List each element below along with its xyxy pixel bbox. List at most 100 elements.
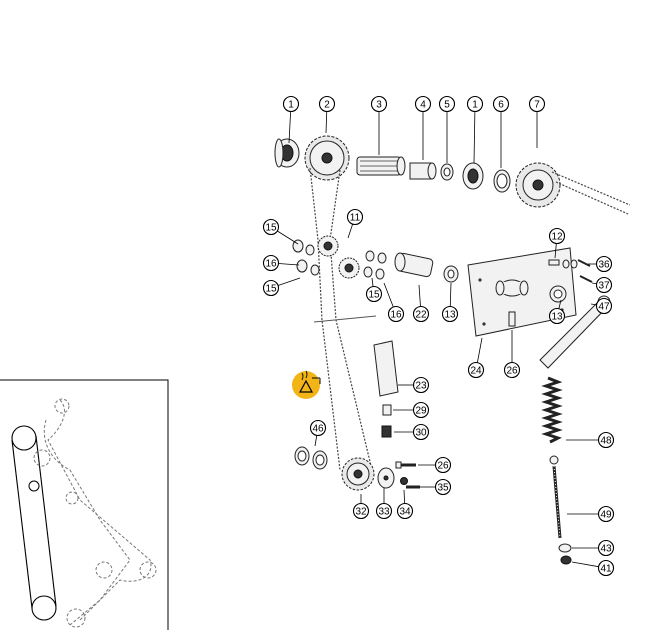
callout-part-46: 46 — [309, 419, 327, 447]
callout-part-34: 34 — [396, 489, 414, 520]
callout-circle — [396, 502, 414, 520]
inset-diagram — [0, 379, 169, 630]
callout-part-3: 3 — [370, 95, 388, 155]
callout-part-22: 22 — [412, 284, 430, 323]
callout-part-30: 30 — [394, 423, 430, 441]
callout-number: 6 — [498, 100, 504, 111]
callout-circle — [528, 95, 546, 113]
callout-part-1: 1 — [466, 95, 484, 164]
callout-number: 22 — [415, 310, 427, 321]
callout-number: 24 — [470, 366, 482, 377]
callout-part-13: 13 — [441, 282, 459, 323]
callout-number: 34 — [399, 507, 411, 518]
callout-circle — [412, 401, 430, 419]
sprocket-part-7 — [515, 162, 561, 208]
callout-circle — [434, 456, 452, 474]
callout-circle — [387, 305, 405, 323]
callout-number: 7 — [534, 100, 540, 111]
inset-frame — [11, 398, 157, 628]
callout-number: 5 — [444, 100, 450, 111]
callout-part-33: 33 — [375, 488, 393, 520]
callout-circle — [597, 505, 615, 523]
callout-leader-line — [571, 561, 599, 568]
callout-number: 12 — [551, 232, 563, 243]
callout-part-11: 11 — [346, 208, 364, 239]
callout-part-7: 7 — [528, 95, 546, 148]
callout-leader-line — [418, 284, 421, 307]
hub-part-33 — [377, 467, 395, 489]
callout-circle — [262, 218, 280, 236]
shaft-part-22 — [394, 252, 434, 278]
callout-number: 32 — [355, 507, 367, 518]
pins-part-36-37 — [577, 259, 593, 283]
callout-circle — [548, 307, 566, 325]
nut-part-34 — [400, 477, 408, 485]
callout-circle — [262, 279, 280, 297]
callout-number: 26 — [506, 366, 518, 377]
callout-number: 1 — [472, 100, 478, 111]
callout-part-47: 47 — [590, 297, 613, 315]
callout-circle — [365, 285, 383, 303]
callout-part-1: 1 — [282, 95, 300, 144]
callout-part-35: 35 — [420, 478, 452, 496]
callout-part-26: 26 — [503, 330, 521, 379]
washers-left-part-15-16 — [292, 239, 320, 276]
callout-circle — [595, 255, 613, 273]
callout-part-16: 16 — [383, 282, 405, 323]
callout-circle — [412, 376, 430, 394]
callout-circle — [318, 95, 336, 113]
callout-number: 4 — [420, 100, 426, 111]
callout-number: 30 — [415, 428, 427, 439]
callout-part-5: 5 — [438, 95, 456, 163]
callout-part-32: 32 — [352, 494, 370, 520]
callout-leader-line — [473, 111, 476, 164]
ring-part-6 — [493, 169, 511, 193]
hot-surface-warning-icon — [292, 370, 321, 399]
callout-number: 33 — [378, 507, 390, 518]
callout-part-15: 15 — [262, 277, 301, 297]
callout-part-43: 43 — [572, 539, 615, 557]
callout-leader-line — [277, 277, 301, 286]
callout-number: 15 — [265, 223, 277, 234]
callout-part-26: 26 — [418, 456, 452, 474]
callout-circle — [548, 227, 566, 245]
callout-number: 16 — [390, 310, 402, 321]
callout-part-13: 13 — [548, 299, 566, 325]
callout-part-49: 49 — [567, 505, 615, 523]
washers-right-part-15-16 — [363, 250, 387, 280]
roller-chain-short — [551, 171, 631, 215]
washers-part-46 — [294, 446, 328, 470]
callout-part-36: 36 — [588, 255, 613, 273]
callout-circle — [597, 431, 615, 449]
callout-circle — [412, 423, 430, 441]
sprocket-part-2 — [304, 135, 350, 181]
roller-chain-main — [309, 167, 373, 471]
callout-part-12: 12 — [548, 227, 566, 259]
callout-circle — [438, 95, 456, 113]
callout-part-23: 23 — [398, 376, 430, 394]
bushing-part-13b — [549, 285, 567, 303]
callout-leader-line — [590, 303, 597, 306]
callout-part-37: 37 — [591, 276, 613, 294]
callout-number: 41 — [600, 564, 612, 575]
callout-circle — [597, 559, 615, 577]
callout-circle — [597, 539, 615, 557]
callout-number: 15 — [368, 290, 380, 301]
callout-number: 2 — [324, 100, 330, 111]
callout-circle — [282, 95, 300, 113]
chain-break-mark — [313, 315, 377, 323]
bushing-part-13a — [443, 265, 459, 283]
callout-number: 47 — [598, 302, 610, 313]
callout-leader-line — [314, 435, 318, 447]
nut-part-43 — [558, 543, 572, 553]
callout-circle — [375, 502, 393, 520]
callout-number: 15 — [265, 284, 277, 295]
callout-circle — [370, 95, 388, 113]
splined-shaft-part-3 — [356, 156, 406, 176]
callout-leader-line — [277, 230, 299, 245]
callout-part-4: 4 — [414, 95, 432, 160]
idler-sprocket-part-11 — [317, 235, 360, 279]
callout-circle — [262, 254, 280, 272]
bearing-part-1b — [462, 162, 484, 190]
callout-circle — [434, 478, 452, 496]
